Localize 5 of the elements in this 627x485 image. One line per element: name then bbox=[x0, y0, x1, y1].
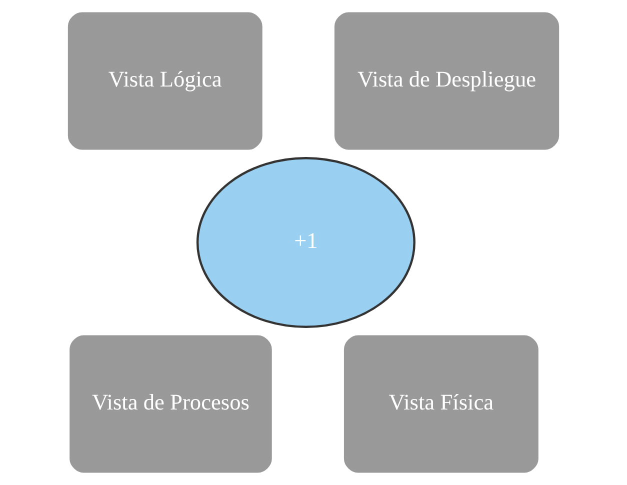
node-box: Vista Física bbox=[344, 335, 538, 473]
node-box: Vista de Despliegue bbox=[334, 12, 560, 150]
node-box: Vista Lógica bbox=[68, 12, 262, 150]
node-ellipse: +1 bbox=[196, 157, 416, 328]
node-box: Vista de Procesos bbox=[70, 335, 272, 473]
